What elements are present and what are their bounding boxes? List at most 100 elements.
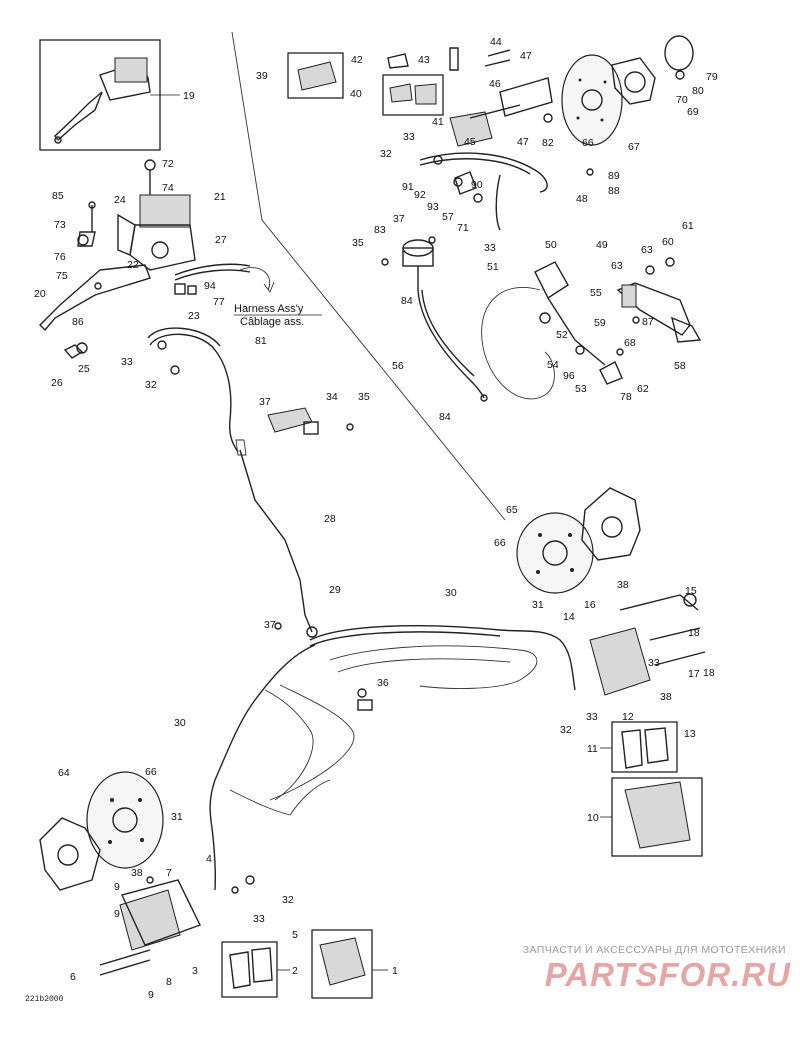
callout-6: 6 xyxy=(70,971,76,983)
callout-66a: 66 xyxy=(582,137,594,149)
callout-32d: 32 xyxy=(282,894,294,906)
callout-18b: 18 xyxy=(703,667,715,679)
callout-58: 58 xyxy=(674,360,686,372)
callout-23: 23 xyxy=(188,310,200,322)
callout-2: 2 xyxy=(292,965,298,977)
callout-91: 91 xyxy=(402,181,414,193)
callout-61: 61 xyxy=(682,220,694,232)
harness-label: Harness Ass'y Câblage ass. xyxy=(234,303,322,328)
callout-72: 72 xyxy=(162,158,174,170)
rear-brake-assembly-top xyxy=(287,35,694,231)
callout-18a: 18 xyxy=(688,627,700,639)
callout-73: 73 xyxy=(54,219,66,231)
callout-35b: 35 xyxy=(352,237,364,249)
callout-32a: 32 xyxy=(380,148,392,160)
callout-48: 48 xyxy=(576,193,588,205)
callout-76: 76 xyxy=(54,251,66,263)
callout-42: 42 xyxy=(351,54,363,66)
callout-14: 14 xyxy=(563,611,575,623)
callout-49: 49 xyxy=(596,239,608,251)
watermark-logo: PARTSFOR.RU xyxy=(544,956,791,993)
callout-11: 11 xyxy=(587,743,598,755)
brake-pedal-assembly xyxy=(481,257,702,400)
callout-15: 15 xyxy=(685,585,697,597)
callout-62: 62 xyxy=(637,383,649,395)
caliper-detail-box-1 xyxy=(311,929,388,999)
callout-33d: 33 xyxy=(586,711,598,723)
callout-10: 10 xyxy=(587,812,599,824)
callout-78: 78 xyxy=(620,391,632,403)
callout-33f: 33 xyxy=(648,657,660,669)
callout-90: 90 xyxy=(471,179,483,191)
callout-13: 13 xyxy=(684,728,696,740)
callout-88: 88 xyxy=(608,185,620,197)
callout-66b: 66 xyxy=(494,537,506,549)
callout-45: 45 xyxy=(464,136,476,148)
callout-81: 81 xyxy=(255,335,267,347)
callout-64: 64 xyxy=(58,767,70,779)
callout-5: 5 xyxy=(292,929,298,941)
callout-38a: 38 xyxy=(617,579,629,591)
callout-17: 17 xyxy=(688,668,700,680)
reservoir-hose-56 xyxy=(381,236,488,402)
caliper-detail-box-10 xyxy=(600,777,703,857)
callout-33e: 33 xyxy=(253,913,265,925)
callout-57: 57 xyxy=(442,211,454,223)
callout-32b: 32 xyxy=(145,379,157,391)
section-divider-line xyxy=(231,31,506,521)
callout-40: 40 xyxy=(350,88,362,100)
callout-9c: 9 xyxy=(114,908,120,920)
callout-7: 7 xyxy=(166,867,172,879)
callout-30a: 30 xyxy=(445,587,457,599)
callout-85: 85 xyxy=(52,190,64,202)
callout-31a: 31 xyxy=(532,599,544,611)
brake-line-81-28 xyxy=(147,327,354,633)
callout-27: 27 xyxy=(215,234,227,246)
callout-25: 25 xyxy=(78,363,90,375)
callout-63b: 63 xyxy=(611,260,623,272)
callout-60: 60 xyxy=(662,236,674,248)
callout-53: 53 xyxy=(575,383,587,395)
callout-37c: 37 xyxy=(393,213,405,225)
callout-38c: 38 xyxy=(131,867,143,879)
callout-30b: 30 xyxy=(174,717,186,729)
callout-77: 77 xyxy=(213,296,225,308)
callout-26: 26 xyxy=(51,377,63,389)
callout-20: 20 xyxy=(34,288,46,300)
callout-12: 12 xyxy=(622,711,634,723)
callout-70: 70 xyxy=(676,94,688,106)
front-left-brake-assembly xyxy=(39,771,255,976)
callout-9a: 9 xyxy=(114,881,120,893)
callout-83: 83 xyxy=(374,224,386,236)
callout-84a: 84 xyxy=(401,295,413,307)
callout-71: 71 xyxy=(457,222,469,234)
callout-19: 19 xyxy=(183,90,195,102)
callout-29: 29 xyxy=(329,584,341,596)
callout-38b: 38 xyxy=(660,691,672,703)
callout-56: 56 xyxy=(392,360,404,372)
callout-75: 75 xyxy=(56,270,68,282)
watermark-tagline: ЗАПЧАСТИ И АКСЕССУАРЫ ДЛЯ МОТОТЕХНИКИ xyxy=(522,944,786,956)
callout-94: 94 xyxy=(204,280,216,292)
callout-1: 1 xyxy=(392,965,398,977)
callout-82: 82 xyxy=(542,137,554,149)
callout-50: 50 xyxy=(545,239,557,251)
callout-86: 86 xyxy=(72,316,84,328)
callout-47b: 47 xyxy=(517,136,529,148)
callout-37a: 37 xyxy=(259,396,271,408)
callout-36: 36 xyxy=(377,677,389,689)
callout-3: 3 xyxy=(192,965,198,977)
callout-9b: 9 xyxy=(148,989,154,1001)
callout-65: 65 xyxy=(506,504,518,516)
callout-33a: 33 xyxy=(403,131,415,143)
callout-39: 39 xyxy=(256,70,268,82)
callout-31b: 31 xyxy=(171,811,183,823)
drawing-code: 221b2000 xyxy=(25,995,64,1004)
callout-67: 67 xyxy=(628,141,640,153)
callout-79: 79 xyxy=(706,71,718,83)
callout-51: 51 xyxy=(487,261,499,273)
callout-labels: 1 2 3 4 5 6 7 8 9 9 9 10 11 12 13 14 15 … xyxy=(34,36,718,1001)
pads-detail-box-11 xyxy=(600,721,678,773)
callout-34: 34 xyxy=(326,391,338,403)
harness-label-en: Harness Ass'y xyxy=(234,303,304,315)
